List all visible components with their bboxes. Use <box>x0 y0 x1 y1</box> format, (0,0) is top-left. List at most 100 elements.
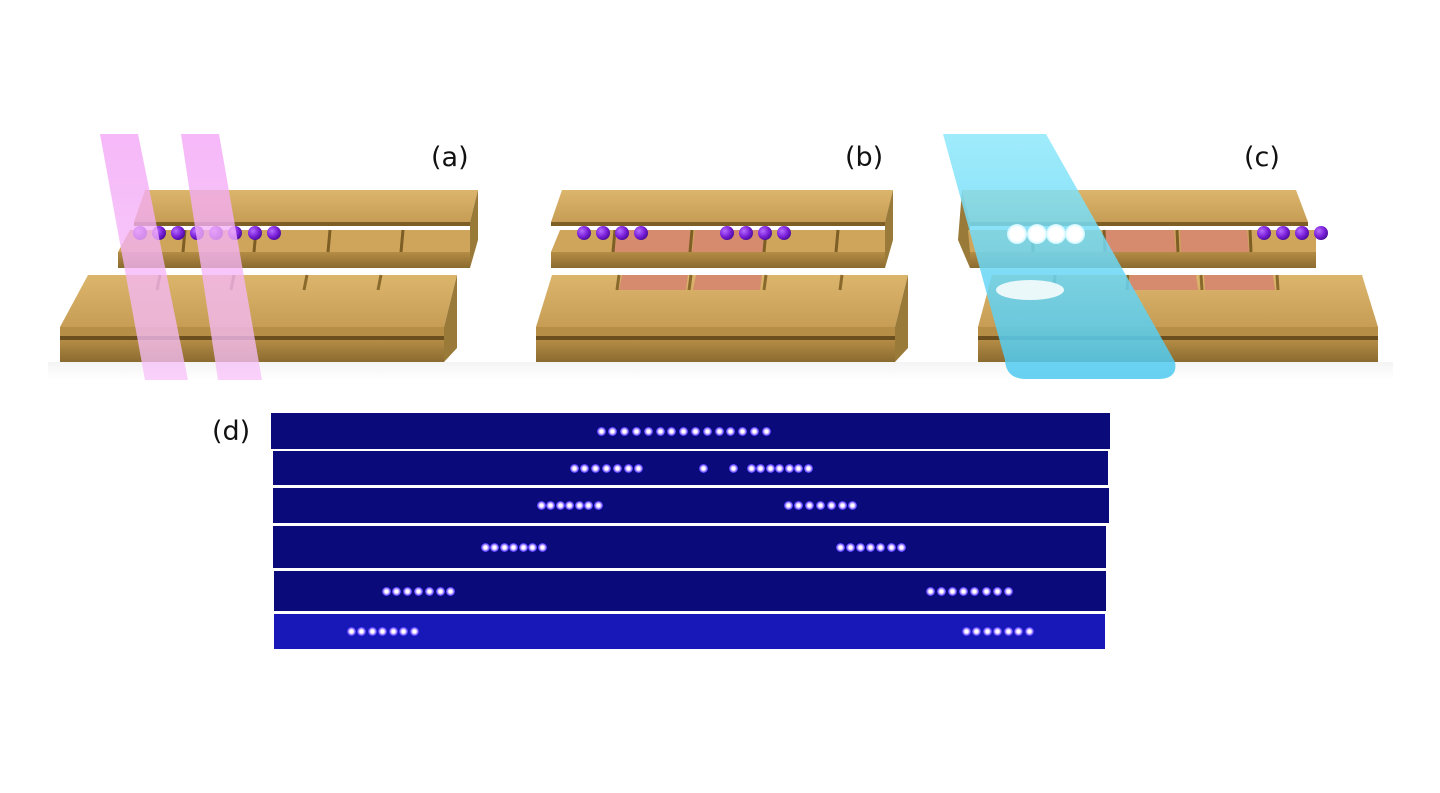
copper-pad <box>1204 275 1275 290</box>
ion-spot <box>392 586 402 596</box>
ion-spot <box>826 501 836 510</box>
ion-spot <box>726 426 736 436</box>
ion-spot <box>546 501 555 510</box>
laser-beam-pink-1 <box>100 134 188 380</box>
ion-image-strip <box>273 526 1106 568</box>
ion-spot <box>728 463 738 473</box>
ion-spot <box>835 542 845 552</box>
ion-spot <box>667 426 677 436</box>
ion-spot <box>679 426 689 436</box>
ion-spot <box>399 627 408 636</box>
ion-spot <box>574 501 584 510</box>
ion-spot <box>698 463 708 473</box>
ion-spot <box>761 426 771 436</box>
ion-spot <box>381 586 391 596</box>
copper-pad <box>1180 230 1249 252</box>
ion-spot <box>886 542 896 552</box>
ion-image-strip <box>273 488 1109 523</box>
ion-spot <box>992 586 1002 596</box>
ion-spot <box>1003 627 1013 636</box>
ion-spot <box>959 586 969 596</box>
ion-spot <box>815 501 825 510</box>
ion-spot <box>866 542 876 552</box>
ion-spot <box>805 501 815 510</box>
ion-spot <box>845 542 855 552</box>
trap-panel-a <box>60 134 478 380</box>
ion-image-strip <box>274 571 1106 611</box>
ion-spot <box>972 627 981 636</box>
ion-spot <box>565 501 574 510</box>
ion-spot <box>357 627 366 636</box>
ion-spot <box>746 463 756 473</box>
laser-beam-pink-2 <box>181 134 262 380</box>
panel-label-c: (c) <box>1244 142 1280 173</box>
ion-spot <box>803 463 813 473</box>
ion-spot <box>783 501 793 510</box>
ion-image-strip <box>273 451 1108 485</box>
ion-spot <box>1014 627 1023 636</box>
copper-pad <box>1129 275 1198 290</box>
ion-spot <box>702 426 712 436</box>
ion-spot <box>1024 627 1034 636</box>
ion-chain-b-left <box>577 226 648 240</box>
ion-spot <box>593 501 603 510</box>
ion-spot <box>413 586 423 596</box>
ion-spot <box>518 542 528 552</box>
ion-spot <box>608 426 618 436</box>
ion-spot <box>409 627 419 636</box>
ion-spot <box>584 501 593 510</box>
ion-spot <box>775 463 784 473</box>
ion-spot <box>580 463 590 473</box>
ion-spot <box>623 463 633 473</box>
ion-spot <box>537 542 547 552</box>
ion-spot <box>378 627 387 636</box>
ion-spot <box>936 586 946 596</box>
ion-spot <box>982 627 992 636</box>
trap-panel-c <box>943 134 1378 379</box>
ion-spot <box>784 463 794 473</box>
copper-pad <box>619 275 688 290</box>
ion-spot <box>925 586 935 596</box>
ion-spot <box>970 586 980 596</box>
ion-spot <box>690 426 700 436</box>
ion-spot <box>435 586 445 596</box>
ion-spot <box>480 542 490 552</box>
top-electrode-segments <box>118 230 470 252</box>
ion-spot <box>346 627 356 636</box>
copper-pad <box>693 275 762 290</box>
ion-spot <box>643 426 653 436</box>
ion-spot <box>655 426 665 436</box>
ion-chain-c-fluorescing <box>996 224 1085 300</box>
panel-label-a: (a) <box>431 142 469 173</box>
ion-spot <box>876 542 886 552</box>
ion-spot <box>612 463 622 473</box>
copper-pad <box>614 230 690 252</box>
panel-label-b: (b) <box>845 142 884 173</box>
trap-panel-b <box>536 190 908 362</box>
ion-chain-b-right <box>720 226 791 240</box>
ion-spot <box>848 501 858 510</box>
ion-spot <box>569 463 579 473</box>
ion-spot <box>620 426 630 436</box>
ion-spot <box>896 542 906 552</box>
ion-spot <box>631 426 641 436</box>
ion-spot <box>981 586 991 596</box>
ion-spot <box>509 542 518 552</box>
ion-spot <box>634 463 644 473</box>
ion-spot <box>601 463 611 473</box>
ion-spot <box>490 542 499 552</box>
ion-spot <box>794 501 804 510</box>
ion-spot <box>714 426 724 436</box>
ion-spot <box>536 501 546 510</box>
trap-schematics <box>48 134 1393 380</box>
ion-spot <box>499 542 509 552</box>
ion-spot <box>424 586 434 596</box>
ion-spot <box>756 463 765 473</box>
ion-spot <box>765 463 775 473</box>
copper-pad <box>1105 230 1176 252</box>
ion-spot <box>528 542 537 552</box>
ion-spot <box>388 627 398 636</box>
ion-spot <box>947 586 957 596</box>
ion-spot <box>993 627 1002 636</box>
ion-spot <box>749 426 759 436</box>
